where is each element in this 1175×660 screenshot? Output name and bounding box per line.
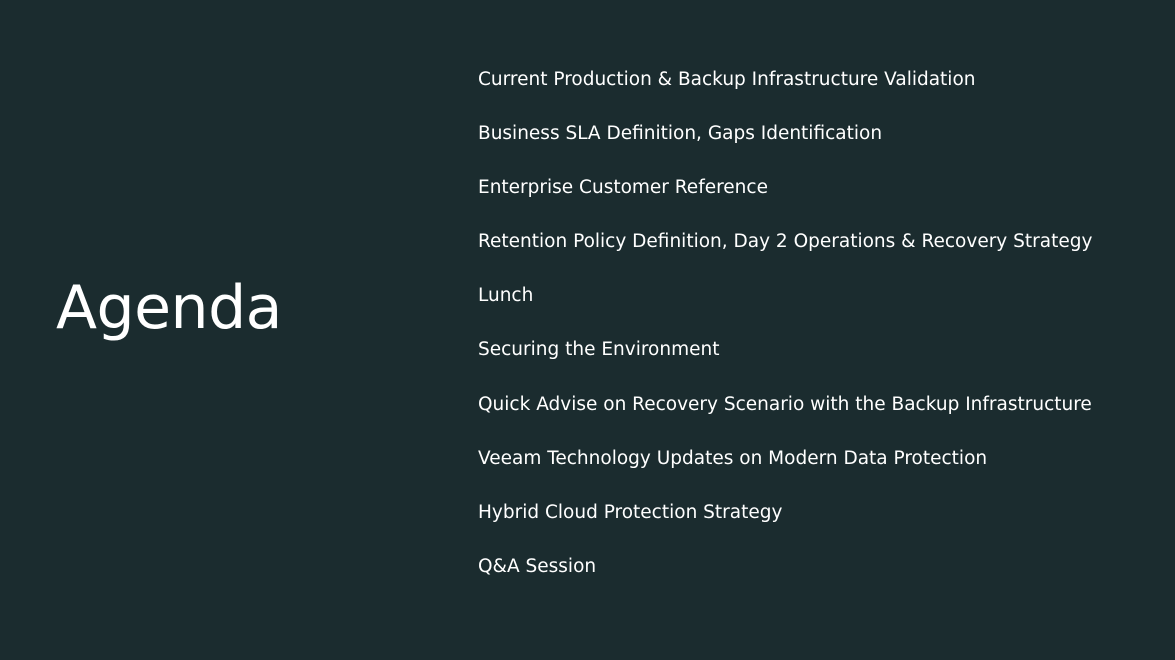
agenda-item: Quick Advise on Recovery Scenario with t… bbox=[478, 393, 1092, 415]
agenda-item: Lunch bbox=[478, 285, 534, 307]
agenda-list: Current Production & Backup Infrastructu… bbox=[478, 68, 1092, 609]
agenda-item: Enterprise Customer Reference bbox=[478, 177, 768, 199]
agenda-item: Retention Policy Definition, Day 2 Opera… bbox=[478, 231, 1093, 253]
slide-title: Agenda bbox=[56, 273, 282, 343]
agenda-item: Veeam Technology Updates on Modern Data … bbox=[478, 447, 988, 469]
agenda-item: Securing the Environment bbox=[478, 339, 720, 361]
agenda-item: Business SLA Definition, Gaps Identifica… bbox=[478, 123, 883, 145]
agenda-item: Q&A Session bbox=[478, 555, 597, 577]
agenda-item: Current Production & Backup Infrastructu… bbox=[478, 69, 976, 90]
agenda-item: Hybrid Cloud Protection Strategy bbox=[478, 501, 783, 523]
